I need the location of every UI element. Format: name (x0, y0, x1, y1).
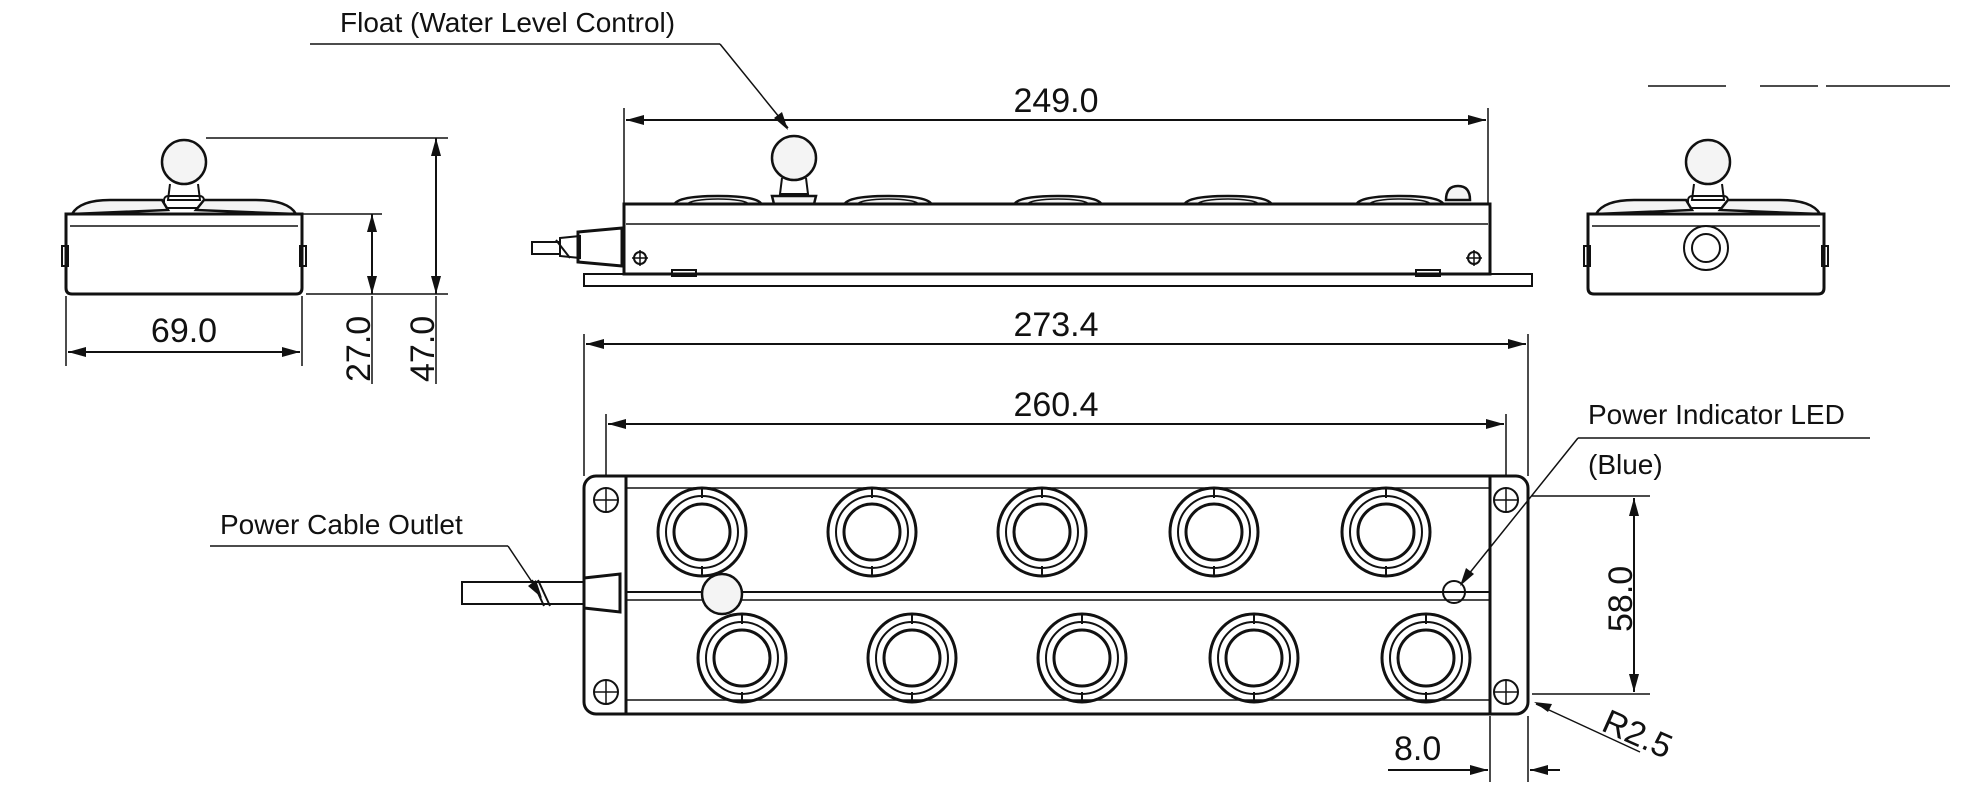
dim-height-total: 47.0 (404, 316, 442, 382)
dim-length-overall: 273.4 (1013, 306, 1098, 344)
top-disc-rows (656, 486, 1472, 704)
atomizer-disc (1340, 486, 1432, 578)
screw-right (1466, 250, 1482, 266)
atomizer-disc (1380, 612, 1472, 704)
corner-screw (593, 679, 619, 705)
dim-flange: 8.0 (1394, 730, 1441, 768)
atomizer-disc (696, 612, 788, 704)
dim-width-bottom: 58.0 (1602, 566, 1640, 632)
label-float: Float (Water Level Control) (340, 7, 675, 38)
float-ball-top (700, 572, 744, 616)
label-power-cable: Power Cable Outlet (220, 509, 463, 540)
right-end-view (1583, 85, 1950, 296)
atomizer-disc (996, 486, 1088, 578)
top-corner-screws (593, 487, 1519, 705)
label-power-led: Power Indicator LED (1588, 399, 1845, 430)
dim-hole-spacing: 260.4 (1013, 386, 1098, 424)
side-body (64, 212, 304, 296)
dim-width-side: 69.0 (151, 312, 217, 350)
float-ball-right (1684, 138, 1732, 186)
corner-screw (1493, 679, 1519, 705)
cable-port (1683, 225, 1729, 271)
dim-radius: R2.5 (1597, 703, 1678, 767)
dim-length-top: 249.0 (1013, 82, 1098, 120)
atomizer-disc (826, 486, 918, 578)
screw-left (632, 250, 648, 266)
atomizer-disc (1036, 612, 1128, 704)
label-power-led-color: (Blue) (1588, 449, 1663, 480)
top-view: 273.4 260.4 (461, 306, 1530, 716)
power-led (1442, 580, 1466, 604)
float-callout: Float (Water Level Control) (310, 7, 789, 130)
atomizer-disc (1208, 612, 1300, 704)
atomizer-disc (656, 486, 748, 578)
front-body (622, 202, 1492, 276)
power-led-callout: Power Indicator LED (Blue) (1460, 399, 1870, 586)
power-cable-callout: Power Cable Outlet (210, 509, 542, 598)
left-end-view: 69.0 27.0 47.0 (61, 137, 448, 384)
float-ball (160, 138, 208, 186)
corner-screw (1493, 487, 1519, 513)
corner-screw (593, 487, 619, 513)
float-ball-front (770, 134, 818, 182)
front-view: 249.0 (531, 82, 1533, 287)
dim-height-body: 27.0 (340, 316, 378, 382)
atomizer-disc (866, 612, 958, 704)
atomizer-disc (1168, 486, 1260, 578)
top-right-dims: 58.0 R2.5 8.0 (1388, 495, 1678, 782)
top-body (624, 474, 1492, 716)
right-body (1586, 212, 1826, 296)
power-cable (461, 581, 585, 605)
